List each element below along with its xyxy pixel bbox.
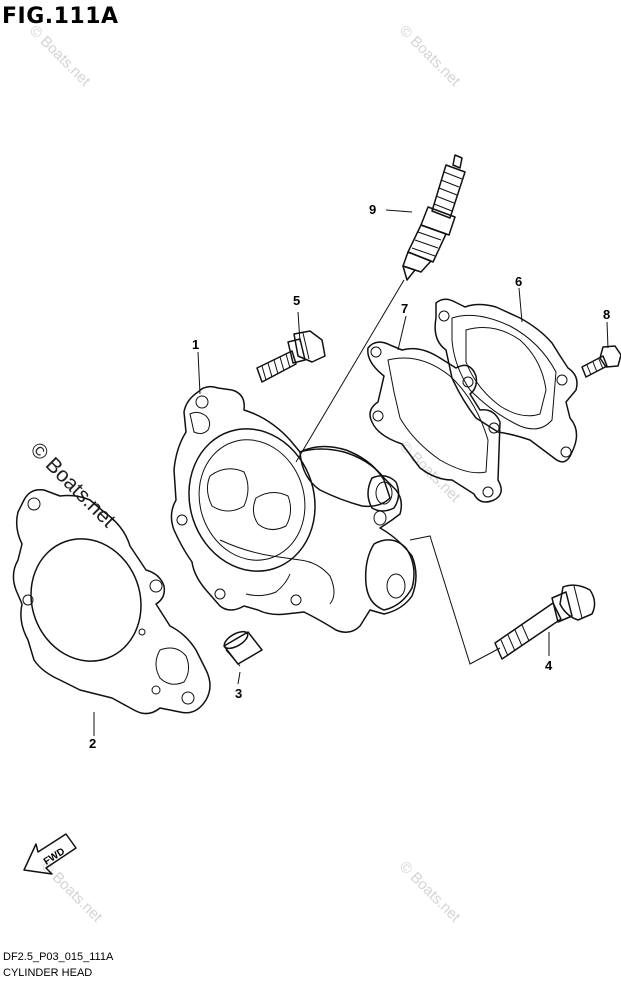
callout-1: 1 bbox=[192, 337, 200, 352]
leader-6 bbox=[518, 287, 523, 323]
callout-7: 7 bbox=[401, 301, 409, 316]
callout-5: 5 bbox=[293, 293, 301, 308]
cylinder-head-part-1 bbox=[170, 385, 417, 633]
leader-lines bbox=[93, 209, 609, 736]
fwd-direction-arrow: FWD bbox=[23, 833, 77, 875]
leader-7 bbox=[397, 315, 407, 351]
dowel-pin-part-3 bbox=[223, 630, 263, 667]
spark-plug-part-9 bbox=[402, 154, 466, 281]
leader-3 bbox=[237, 671, 241, 685]
bolt-part-8 bbox=[581, 345, 621, 378]
leader-4-to-head bbox=[409, 535, 501, 665]
callout-8: 8 bbox=[603, 307, 611, 322]
leader-9-to-head bbox=[295, 279, 405, 463]
figure-code: DF2.5_P03_015_111A bbox=[3, 951, 114, 963]
figure-title: FIG.111A bbox=[2, 4, 119, 29]
callout-4: 4 bbox=[545, 658, 553, 673]
leader-5 bbox=[297, 311, 301, 343]
cover-part-6 bbox=[434, 298, 578, 463]
figure-name: CYLINDER HEAD bbox=[3, 967, 93, 979]
gasket-part-7 bbox=[367, 341, 502, 503]
callout-2: 2 bbox=[89, 736, 97, 751]
leader-1 bbox=[197, 351, 201, 395]
callout-6: 6 bbox=[515, 274, 523, 289]
callout-3: 3 bbox=[235, 686, 243, 701]
bolt-part-4 bbox=[494, 584, 596, 660]
leader-9 bbox=[385, 209, 413, 213]
head-gasket-part-2 bbox=[12, 488, 211, 715]
bolt-part-5 bbox=[256, 330, 326, 383]
fwd-label: FWD bbox=[42, 846, 67, 868]
leader-8 bbox=[606, 321, 609, 349]
callout-9: 9 bbox=[369, 202, 377, 217]
